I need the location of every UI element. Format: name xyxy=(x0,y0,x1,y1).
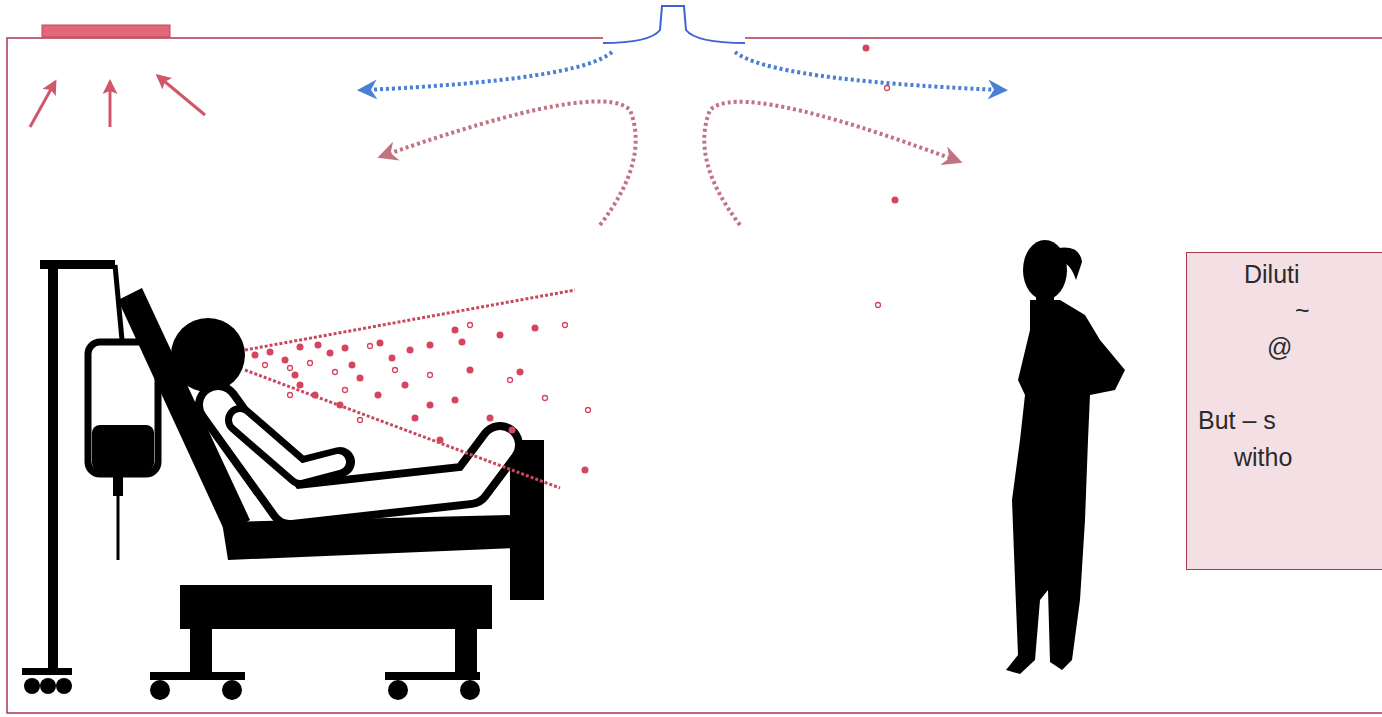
note-text: witho xyxy=(1234,442,1292,472)
supply-airflow xyxy=(735,52,1000,90)
hospital-bed xyxy=(118,288,544,700)
plume-edge xyxy=(245,290,575,350)
aerosol-particles xyxy=(263,86,890,423)
exhaust-arrow xyxy=(158,76,205,115)
exhaust-arrow xyxy=(109,82,112,127)
note-text: But – s xyxy=(1198,405,1276,435)
note-box: Diluti ~@ But – s witho xyxy=(1186,252,1382,570)
patient-silhouette xyxy=(171,318,500,505)
plume-edge xyxy=(245,370,560,488)
note-text: ~ xyxy=(1295,295,1310,325)
mixing-airflow xyxy=(385,101,636,225)
room-wall xyxy=(7,38,1382,713)
exhaust-arrow xyxy=(30,82,55,127)
supply-airflow xyxy=(365,52,612,90)
supply-diffuser xyxy=(603,6,745,43)
mixing-airflow xyxy=(704,102,955,225)
nurse-silhouette xyxy=(1006,240,1125,674)
note-text: @ xyxy=(1267,332,1292,362)
note-text: Diluti xyxy=(1244,259,1300,289)
aerosol-particles xyxy=(252,45,899,474)
room-wall xyxy=(745,37,1382,39)
exhaust-vent xyxy=(42,25,170,37)
